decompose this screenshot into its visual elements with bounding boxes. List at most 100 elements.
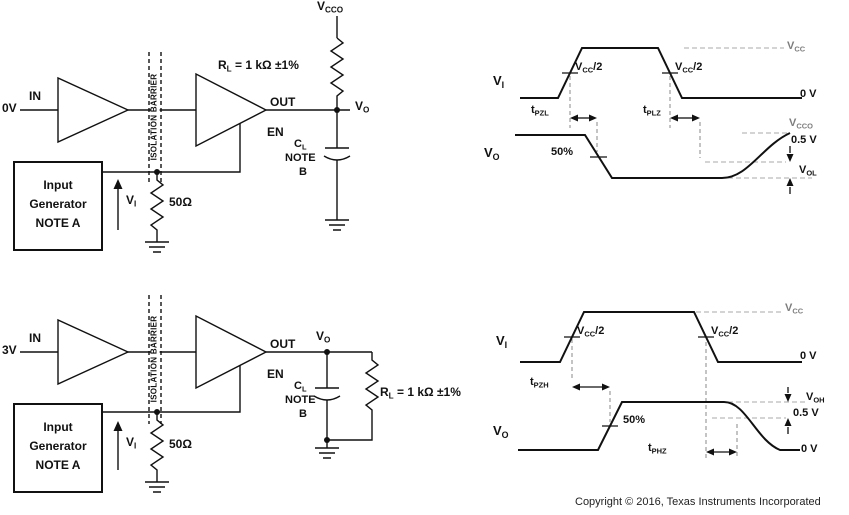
input-generator-box bbox=[13, 161, 103, 251]
generator-line-1: Input bbox=[43, 178, 73, 192]
tplz-label: tPLZ bbox=[643, 104, 661, 118]
zero-v-top-label: 0 V bbox=[800, 350, 817, 362]
vo-trace-label: VO bbox=[484, 145, 500, 162]
vo-node-label: VO bbox=[355, 99, 370, 115]
in-pin-label: IN bbox=[29, 331, 41, 345]
buffer-triangle bbox=[57, 76, 130, 144]
en-wire bbox=[102, 365, 241, 413]
isolation-barrier-label: ISOLATION BARRIER bbox=[149, 313, 160, 405]
vi-trace-label: VI bbox=[496, 333, 508, 350]
arrowhead-right bbox=[729, 448, 737, 456]
load-resistor bbox=[327, 352, 380, 441]
en-wire bbox=[102, 123, 241, 173]
en-pin-label: EN bbox=[267, 125, 284, 139]
arrowhead-up bbox=[113, 421, 123, 431]
tpzl-label: tPZL bbox=[531, 104, 549, 118]
vo-node-label: VO bbox=[316, 329, 331, 345]
capacitor-plate-curved bbox=[313, 395, 341, 401]
arrowhead-right bbox=[602, 383, 610, 391]
vi-trace-label: VI bbox=[493, 73, 505, 90]
bottom-circuit bbox=[13, 295, 380, 493]
cl-label: CL bbox=[294, 380, 307, 394]
arrowhead-left bbox=[706, 448, 714, 456]
generator-line-2: Generator bbox=[29, 197, 87, 211]
timing-dashed-verticals bbox=[569, 76, 701, 158]
input-generator-box bbox=[13, 403, 103, 493]
ground-symbol bbox=[145, 241, 169, 253]
termination-resistor-label: 50Ω bbox=[169, 195, 192, 209]
termination-resistor bbox=[149, 412, 165, 482]
ground-symbol bbox=[315, 447, 339, 459]
rl-label: RL = 1 kΩ ±1% bbox=[380, 385, 461, 401]
out-pin-label: OUT bbox=[270, 95, 296, 109]
rl-label: RL = 1 kΩ ±1% bbox=[218, 58, 299, 74]
bottom-waveform bbox=[518, 311, 806, 458]
termination-resistor-label: 50Ω bbox=[169, 437, 192, 451]
generator-line-3: NOTE A bbox=[35, 458, 81, 472]
fifty-percent-label: 50% bbox=[551, 146, 574, 158]
ground-symbol bbox=[145, 481, 169, 493]
zero-v-bottom-label: 0 V bbox=[801, 443, 818, 455]
out-pin-label: OUT bbox=[270, 337, 296, 351]
buffer-triangle bbox=[57, 318, 130, 386]
vcco-rail-label: VCCO bbox=[317, 0, 344, 15]
fifty-percent-label: 50% bbox=[623, 414, 646, 426]
arrowhead-left bbox=[572, 383, 580, 391]
vcc-half-fall-label: VCC/2 bbox=[711, 325, 739, 339]
arrowhead-down bbox=[784, 394, 792, 402]
vo-trace bbox=[518, 401, 800, 451]
half-volt-label: 0.5 V bbox=[793, 407, 819, 419]
threshold-ticks bbox=[562, 72, 678, 158]
output-buffer-triangle bbox=[195, 314, 268, 390]
copyright-notice: Copyright © 2016, Texas Instruments Inco… bbox=[575, 496, 821, 508]
vi-label: VI bbox=[126, 193, 137, 209]
ground-symbol bbox=[325, 219, 349, 231]
generator-line-2: Generator bbox=[29, 439, 87, 453]
input-generator-text: Input Generator NOTE A bbox=[15, 176, 101, 233]
tphz-label: tPHZ bbox=[648, 442, 667, 456]
en-pin-label: EN bbox=[267, 367, 284, 381]
pullup-resistor bbox=[329, 37, 345, 110]
input-generator-text: Input Generator NOTE A bbox=[15, 418, 101, 475]
arrowhead-up bbox=[784, 418, 792, 426]
cl-note-label: NOTE bbox=[285, 394, 316, 406]
top-circuit bbox=[13, 16, 351, 253]
arrowhead-right bbox=[589, 114, 597, 122]
top-waveform bbox=[515, 47, 812, 194]
vcco-rail-label: VCCO bbox=[789, 117, 813, 131]
vcc-half-fall-label: VCC/2 bbox=[675, 61, 703, 75]
input-level-label: 3V bbox=[2, 343, 17, 357]
timing-dashed-verticals bbox=[571, 339, 738, 458]
input-level-label: 0V bbox=[2, 101, 17, 115]
vcc-half-rise-label: VCC/2 bbox=[575, 61, 603, 75]
half-volt-label: 0.5 V bbox=[791, 134, 817, 146]
vcc-rail-label: VCC bbox=[785, 302, 804, 316]
output-buffer-triangle bbox=[195, 72, 268, 148]
vo-trace-label: VO bbox=[493, 423, 509, 440]
cl-note-b-label: B bbox=[299, 408, 307, 420]
generator-line-3: NOTE A bbox=[35, 216, 81, 230]
termination-resistor bbox=[149, 172, 165, 242]
tpzh-label: tPZH bbox=[530, 376, 549, 390]
cl-label: CL bbox=[294, 138, 307, 152]
voh-label: VOH bbox=[806, 391, 825, 405]
vcc-half-rise-label: VCC/2 bbox=[577, 325, 605, 339]
arrowhead-up bbox=[113, 179, 123, 189]
cl-note-b-label: B bbox=[299, 166, 307, 178]
arrowhead-left bbox=[670, 114, 678, 122]
cl-note-label: NOTE bbox=[285, 152, 316, 164]
vol-label: VOL bbox=[799, 164, 817, 178]
zero-v-label: 0 V bbox=[800, 88, 817, 100]
arrowhead-right bbox=[692, 114, 700, 122]
capacitor-plate-curved bbox=[323, 155, 351, 161]
arrowhead-left bbox=[570, 114, 578, 122]
vi-trace bbox=[520, 311, 802, 363]
generator-line-1: Input bbox=[43, 420, 73, 434]
vcc-rail-label: VCC bbox=[787, 40, 806, 54]
in-pin-label: IN bbox=[29, 89, 41, 103]
arrowhead-up bbox=[786, 178, 794, 186]
vi-label: VI bbox=[126, 435, 137, 451]
vo-trace bbox=[515, 132, 791, 179]
